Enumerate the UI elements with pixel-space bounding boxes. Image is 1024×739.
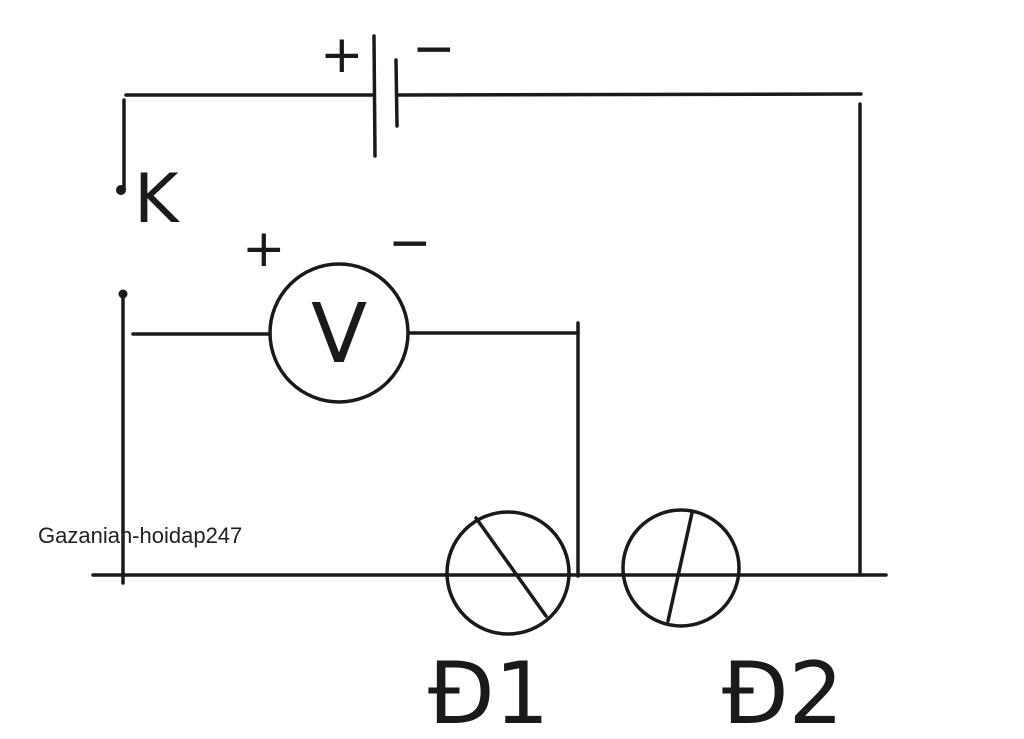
battery-plate-long	[372, 34, 377, 158]
voltmeter-symbol: V	[311, 287, 367, 382]
lamp-d2-filament	[666, 511, 694, 623]
lamp-d2-circle	[621, 508, 741, 628]
watermark-text: Gazanian-hoidap247	[38, 523, 242, 548]
switch-contact-top	[116, 185, 126, 195]
battery-minus-label: −	[412, 19, 456, 79]
battery-plus-label: +	[320, 25, 364, 85]
lamp-d1-filament	[474, 516, 548, 618]
voltmeter-plus-label: +	[242, 219, 286, 279]
lamp-d1-circle	[445, 510, 571, 636]
battery-plate-short	[394, 58, 399, 128]
switch-label: K	[134, 160, 181, 239]
lamp-d2-label: Đ2	[722, 644, 843, 739]
wire-top-right	[395, 92, 863, 97]
switch-contact-bottom	[118, 289, 128, 299]
lamp-d1-label: Đ1	[428, 644, 549, 739]
voltmeter-minus-label: −	[388, 213, 432, 273]
